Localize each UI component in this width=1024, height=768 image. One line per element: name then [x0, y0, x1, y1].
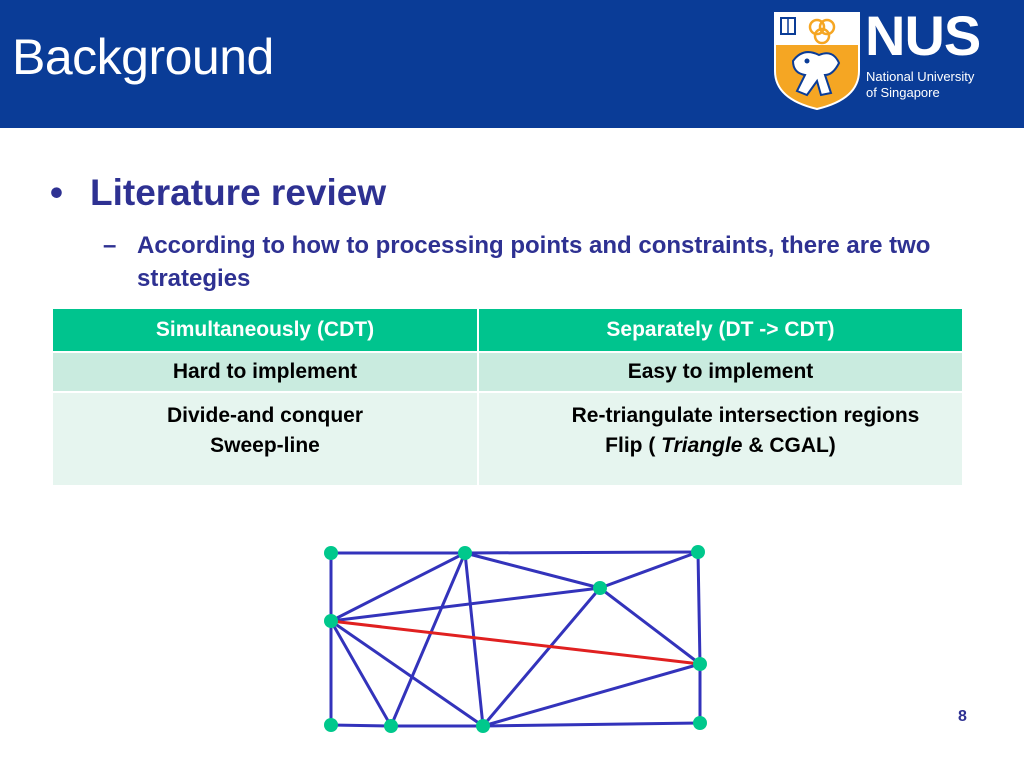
strategies-table: Simultaneously (CDT) Separately (DT -> C… — [51, 307, 964, 487]
sub-bullet-strategies: – According to how to processing points … — [103, 229, 937, 295]
vertex — [693, 716, 707, 730]
logo-line-1: National University — [866, 69, 975, 84]
vertex — [458, 546, 472, 560]
bullet-marker: • — [50, 172, 63, 213]
nus-logo: NUS National University of Singapore — [773, 4, 1013, 114]
edge — [598, 550, 700, 590]
vertex — [324, 614, 338, 628]
table-cell: Divide-and conquer Sweep-line — [51, 391, 479, 487]
edge — [329, 723, 393, 728]
logo-wordmark: NUS — [865, 4, 981, 67]
edge — [463, 551, 485, 728]
table-cell: Hard to implement — [51, 351, 479, 393]
edge — [481, 586, 602, 728]
cell-text-italic: Triangle — [661, 434, 743, 457]
edge — [696, 550, 702, 666]
edge — [481, 662, 702, 728]
nus-crest-icon — [774, 12, 860, 111]
bullet-literature-review: • Literature review — [50, 172, 386, 214]
table-cell: Easy to implement — [477, 351, 964, 393]
vertex — [324, 546, 338, 560]
constraint-edge — [330, 619, 701, 666]
edge — [329, 551, 467, 623]
page-number: 8 — [958, 708, 967, 725]
triangulation-vertices — [324, 545, 707, 733]
cell-text-post: & CGAL) — [742, 434, 836, 457]
sub-bullet-marker: – — [103, 232, 117, 259]
vertex — [324, 718, 338, 732]
edge — [463, 551, 602, 590]
cell-line: Flip ( Triangle & CGAL) — [479, 431, 962, 461]
logo-line-2: of Singapore — [866, 85, 940, 100]
edge — [598, 586, 702, 666]
bullet-text: Literature review — [90, 172, 387, 213]
edge — [329, 619, 393, 728]
slide-header: Background NUS National University of Si… — [0, 0, 1024, 128]
cell-line: Divide-and conquer — [166, 404, 364, 427]
vertex — [593, 581, 607, 595]
edge — [329, 586, 602, 623]
slide-title: Background — [12, 29, 274, 85]
edge — [389, 551, 467, 728]
table-row: Hard to implement Easy to implement — [51, 351, 964, 393]
triangulation-edges — [329, 550, 702, 728]
vertex — [476, 719, 490, 733]
edge — [463, 550, 700, 555]
table-row: Divide-and conquer Sweep-line Re-triangu… — [51, 391, 964, 487]
sub-bullet-text: According to how to processing points an… — [137, 232, 931, 292]
cell-line: Re-triangulate intersection regions — [571, 404, 920, 427]
cell-text-pre: Flip ( — [605, 434, 662, 457]
edge — [481, 721, 702, 728]
table-header-row: Simultaneously (CDT) Separately (DT -> C… — [51, 307, 964, 353]
edge — [329, 619, 485, 728]
vertex — [691, 545, 705, 559]
vertex — [693, 657, 707, 671]
vertex — [384, 719, 398, 733]
table-header-cell: Separately (DT -> CDT) — [477, 307, 964, 353]
cell-line: Sweep-line — [210, 434, 320, 457]
table-header-cell: Simultaneously (CDT) — [51, 307, 479, 353]
table-cell: Re-triangulate intersection regions Flip… — [477, 391, 964, 487]
